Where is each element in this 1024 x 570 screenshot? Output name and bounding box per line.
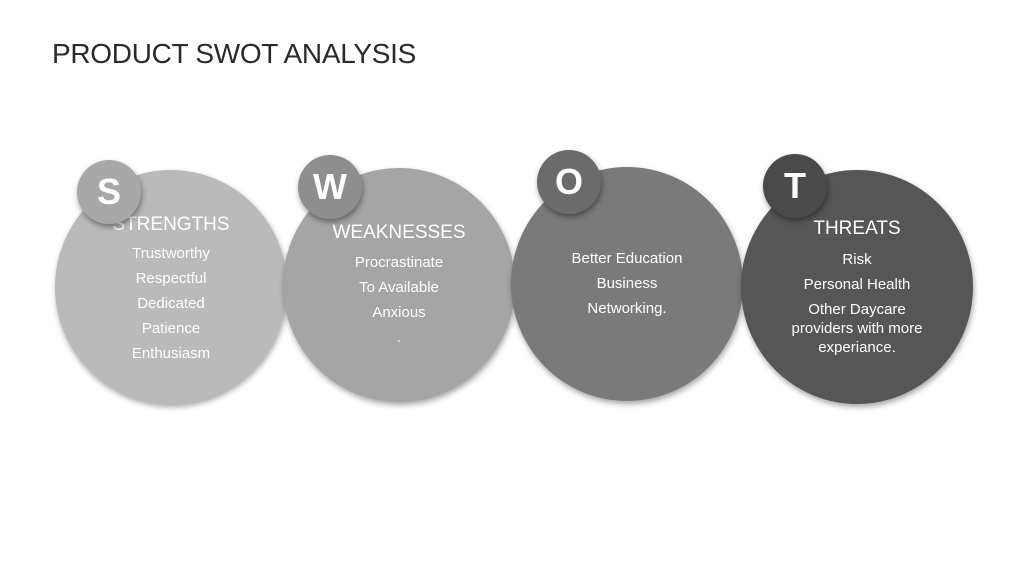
badge-w: W xyxy=(298,155,362,219)
threats-list-top: Risk Personal Health xyxy=(741,247,973,297)
list-item: Anxious xyxy=(372,304,426,321)
list-item: Business xyxy=(596,275,658,292)
list-item: Personal Health xyxy=(803,276,911,293)
strengths-list: Trustworthy Respectful Dedicated Patienc… xyxy=(55,241,287,366)
strengths-heading: STRENGTHS xyxy=(112,214,230,235)
weaknesses-heading: WEAKNESSES xyxy=(332,222,466,243)
list-item: Other Daycare xyxy=(808,301,906,318)
list-item: Enthusiasm xyxy=(131,345,211,362)
list-item: To Available xyxy=(359,279,439,296)
list-item: . xyxy=(396,329,402,346)
list-item: Procrastinate xyxy=(354,254,444,271)
badge-o: O xyxy=(537,150,601,214)
badge-t: T xyxy=(763,154,827,218)
list-item: Patience xyxy=(141,320,201,337)
list-item: Trustworthy xyxy=(132,245,210,262)
badge-s: S xyxy=(77,160,141,224)
list-item: Networking. xyxy=(587,300,667,317)
threats-list-bottom: Other Daycare providers with more experi… xyxy=(741,300,973,357)
list-item: Risk xyxy=(842,251,872,268)
strengths-circle: STRENGTHS Trustworthy Respectful Dedicat… xyxy=(55,170,287,404)
opportunities-list: Better Education Business Networking. xyxy=(511,246,743,321)
threats-heading: THREATS xyxy=(813,218,901,239)
list-item: Dedicated xyxy=(137,295,205,312)
list-item: Better Education xyxy=(571,250,683,267)
list-item: Respectful xyxy=(135,270,207,287)
weaknesses-list: Procrastinate To Available Anxious . xyxy=(283,250,515,350)
list-item: providers with more experiance. xyxy=(791,320,923,356)
page-title: PRODUCT SWOT ANALYSIS xyxy=(52,38,417,69)
